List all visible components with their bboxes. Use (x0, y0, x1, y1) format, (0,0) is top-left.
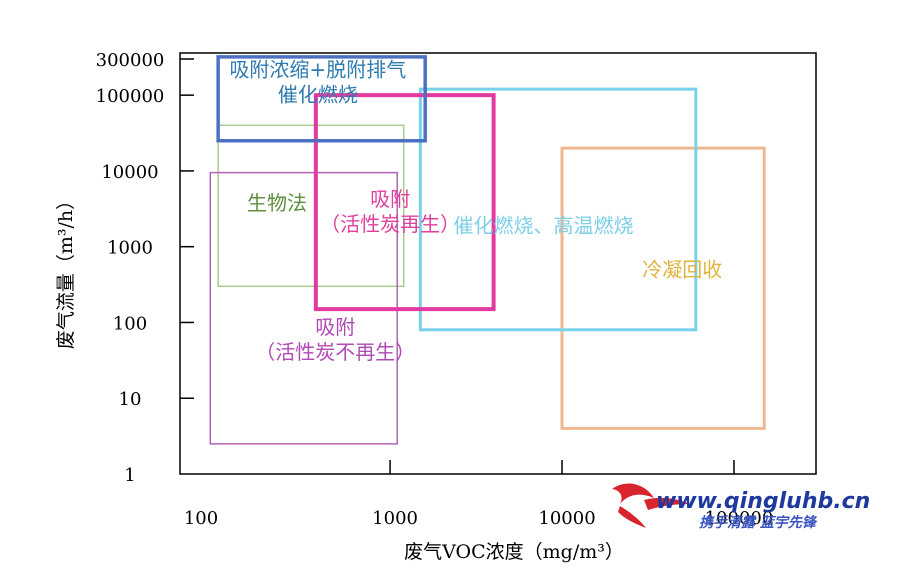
x-tick-label: 1000 (372, 508, 418, 529)
region-catalytic-label: 催化燃烧、高温燃烧 (453, 214, 633, 238)
region-conc-box (216, 55, 427, 143)
region-cool-label: 冷凝回收 (642, 257, 722, 281)
y-tick-label: 100 (113, 313, 147, 334)
tick-labels-layer: 1 10 100 1000 10000 100000 300000 100 1000 10000 1… (96, 50, 774, 529)
region-adsorb-regen-label: （活性炭再生） (320, 212, 460, 236)
regions-layer (209, 55, 766, 445)
y-axis-label: 废气流量（m³/h） (55, 191, 77, 349)
region-adsorb-no-regen-label: （活性炭不再生） (255, 340, 415, 364)
region-bio-box (217, 124, 405, 288)
y-tick-label: 1000 (107, 238, 153, 259)
region-cool-box (560, 146, 766, 430)
y-tick-label: 10 (119, 389, 142, 410)
x-tick-label: 100000 (705, 508, 774, 529)
watermark-bird-logo (612, 483, 690, 528)
region-conc-label: 催化燃烧 (278, 82, 358, 106)
region-adsorb-no-regen-label: 吸附 (315, 315, 355, 339)
x-tick-label: 100 (184, 508, 218, 529)
region-catalytic-box (418, 87, 698, 332)
y-tick-label: 100000 (96, 86, 165, 107)
region-adsorb-regen-box (313, 93, 496, 312)
x-axis-label: 废气VOC浓度（mg/m³） (404, 541, 624, 563)
ticks-layer (180, 58, 735, 474)
x-tick-label: 10000 (538, 508, 595, 529)
y-tick-label: 1 (124, 465, 135, 486)
y-tick-label: 300000 (96, 50, 165, 71)
region-adsorb-regen-label: 吸附 (370, 187, 410, 211)
y-tick-label: 10000 (101, 162, 158, 183)
watermark-url: www.qingluhb.cn (656, 489, 870, 514)
region-bio-label: 生物法 (247, 191, 307, 215)
region-conc-label: 吸附浓缩+脱附排气 (229, 57, 406, 81)
watermark-slogan: 携手清露 蓝宇先锋 (699, 514, 818, 531)
plot-frame (179, 52, 817, 475)
watermark: www.qingluhb.cn 携手清露 蓝宇先锋 (612, 483, 870, 531)
region-labels-layer: 生物法吸附（活性炭不再生）冷凝回收催化燃烧、高温燃烧吸附（活性炭再生）吸附浓缩+… (229, 57, 722, 363)
